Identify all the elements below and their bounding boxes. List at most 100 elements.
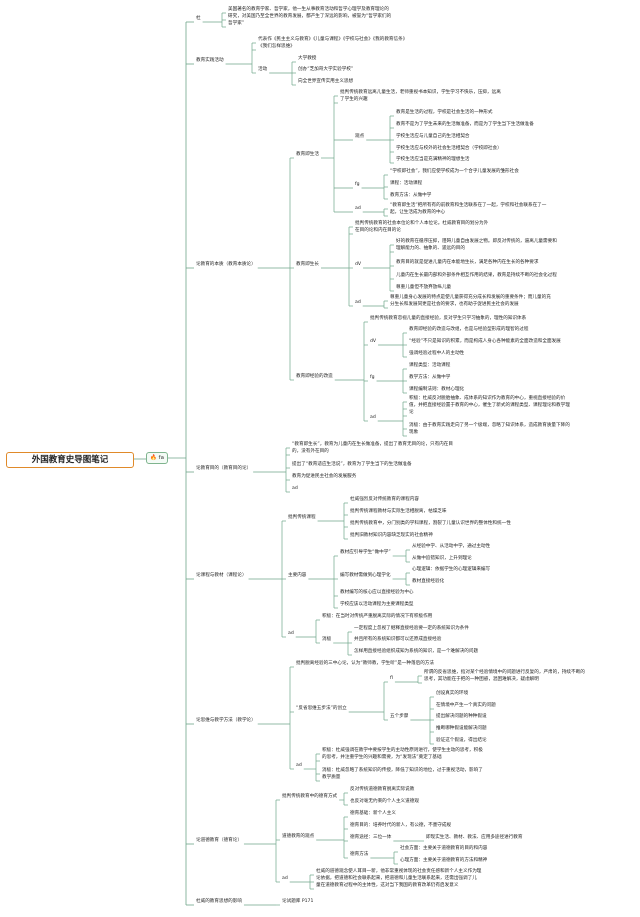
mind-map-node[interactable]: 了学生的兴趣 xyxy=(340,97,368,102)
mind-map-node[interactable]: 向全世界宣传实用主义思想 xyxy=(298,79,354,84)
mind-map-node[interactable]: 尊重儿童但不放弃放纵儿童 xyxy=(396,285,452,290)
mind-map-node[interactable]: 怎样用直接经验组织成知为系统的知识，是一个难解决的问题 xyxy=(354,649,479,654)
mind-map-node[interactable]: “教育即生长”，教育为儿童内在生长做准备，提出了教育无目的论，只有内在目 xyxy=(292,442,453,447)
mind-map-node[interactable]: 验证这个假设，得出结论 xyxy=(436,738,487,743)
mind-map-node[interactable]: 从经验中学、从活动中学，通过主动性 xyxy=(412,544,491,549)
mind-map-node[interactable]: 批判传统课程教材与实际生活相脱离，枯燥乏味 xyxy=(350,509,447,514)
mind-map-node[interactable]: 儿童内在生长最内部和外部条件相互作用的结果，教育是持续不断的社会化过程 xyxy=(396,273,557,278)
mind-map-node[interactable]: 积极：杜威强调在教学中要按学生的主动性原则进行，使学生主动的思考，积极 xyxy=(322,748,483,753)
mind-map-node[interactable]: 教材应引导学生“做中学” xyxy=(340,550,391,555)
mind-map-node[interactable]: 杜威的教育思想的影响 xyxy=(196,899,242,904)
mind-map-node[interactable]: 创办“芝加哥大学实验学校” xyxy=(298,67,354,72)
mind-map-node[interactable]: 杜 xyxy=(196,16,201,21)
mind-map-node[interactable]: 的思考，并注重学生的兴趣和需要，为“发现法”奠定了基础 xyxy=(322,755,442,760)
mind-map-node[interactable]: dV xyxy=(370,339,377,344)
mind-map-node[interactable]: 提出解决问题的种种假设 xyxy=(436,714,487,719)
mind-map-node[interactable]: 五个步骤 xyxy=(390,714,409,719)
mind-map-node[interactable]: 课程类型：活动课程 xyxy=(409,363,451,368)
mind-map-node[interactable]: 尊重儿童身心发展的特点是使儿童获得充分成长和发展的重要条件；而儿童的充 xyxy=(390,295,551,300)
mind-map-node[interactable]: 道德教育的观点 xyxy=(282,834,315,839)
mind-map-node[interactable]: 教学方法：从做中学 xyxy=(409,375,451,380)
mind-map-node[interactable]: 也反对毫无约束的个人主义道德观 xyxy=(350,799,419,804)
mind-map-node[interactable]: 从做中追错知识，上升到理论 xyxy=(412,556,472,561)
mind-map-node[interactable]: 课程：活动课程 xyxy=(390,181,423,186)
mind-map-node[interactable]: 在情境中产生一个真实的问题 xyxy=(436,703,496,708)
mind-map-node[interactable]: 教材直接经验化 xyxy=(412,579,445,584)
mind-map-node[interactable]: 教学质量 xyxy=(322,775,341,780)
root-node-title[interactable]: 外国教育史导图笔记 xyxy=(6,452,134,468)
mind-map-node[interactable]: ad xyxy=(370,415,376,420)
mind-map-node[interactable]: 论依据，把道德和社会联系起来，把道德和儿童生活联系起来，还需出强调了儿 xyxy=(316,876,477,881)
mind-map-node[interactable]: 德育方法 xyxy=(350,852,369,857)
mind-map-node[interactable]: 教育即生长 xyxy=(296,262,319,267)
mind-map-node[interactable]: 学校生活应与儿童自己的生活相契合 xyxy=(396,134,470,139)
mind-map-node[interactable]: 教育是生活的过程，学校是社会生活的一种形式 xyxy=(396,110,493,115)
mind-map-node[interactable]: 积极：在当时对传统严重脱离实际的情况下有积极作用 xyxy=(322,614,433,619)
mind-map-node[interactable]: 学校应该以活动课程为主要课程类型 xyxy=(340,602,414,607)
mind-map-node[interactable]: 现象 xyxy=(409,430,419,435)
mind-map-node[interactable]: ad xyxy=(288,631,294,636)
mind-map-node[interactable]: 杜威强烈反对传统教育的课程内容 xyxy=(350,497,419,502)
mind-map-node[interactable]: ad xyxy=(282,876,288,881)
mind-map-node[interactable]: 论道德教育（德育论） xyxy=(196,838,242,843)
mind-map-node[interactable]: 教育即生活 xyxy=(296,152,319,157)
mind-map-node[interactable]: 批判传统教育忽视儿童的直接经验，反对学生只学习抽象的，理性的知识体系 xyxy=(370,316,527,321)
mind-map-node[interactable]: “经验”不只是知识的积累，而是构成人身心各种能素的全面改造和全面发展 xyxy=(409,339,561,344)
mind-map-node[interactable]: 教育即经验的改造与改组，也是与经验型形成的理智的过程 xyxy=(409,327,529,332)
mind-map-node[interactable]: 一定程度上忽视了继释直接经验要一定的系统知识为条件 xyxy=(354,626,469,631)
mind-map-node[interactable]: 论教育目的（教育目的论） xyxy=(196,466,252,471)
mind-map-node[interactable]: 美国著名的教育学家、哲学家，他一生从事教育活动和哲学心理学及教育理论的 xyxy=(228,7,389,12)
mind-map-node[interactable]: 大学教授 xyxy=(298,56,317,61)
mind-map-node[interactable]: 消极：由于教育实践走向了另一个极端，忽略了知识体系，造成教育质量下降的 xyxy=(409,423,570,428)
root-badge[interactable]: 🔥 fa xyxy=(146,452,168,464)
mind-map-node[interactable]: 教育为促进民主社会的发展服务 xyxy=(292,474,357,479)
mind-map-node[interactable]: 教材编写的核心应以直接经验为中心 xyxy=(340,590,414,595)
mind-map-node[interactable]: 心理方面：主要关于道德教育的方法和精神 xyxy=(400,858,488,863)
mind-map-node[interactable]: 消极 xyxy=(322,637,332,642)
mind-map-node[interactable]: “教育即生活”把所有有的前教育和生活联系在了一起，学校和社会联系在了一 xyxy=(390,203,547,208)
mind-map-node[interactable]: “学校即社会”，我们应使学校成为一个合乎儿童发展的雏形社会 xyxy=(390,169,519,174)
mind-map-node[interactable]: 批判传统教育远离儿童生活，老师重视书本知识，学生学习不快乐，压抑，远离 xyxy=(340,90,501,95)
mind-map-node[interactable]: 社会方面：主要关于道德教育的目的和内容 xyxy=(400,846,488,851)
mind-map-node[interactable]: ad xyxy=(355,300,361,305)
mind-map-node[interactable]: 论 xyxy=(409,410,414,415)
mind-map-node[interactable]: 心理逻辑：依据学生的心理逻辑来编写 xyxy=(412,567,491,572)
mind-map-node[interactable]: 论思维与教学方法（教学论） xyxy=(196,718,256,723)
mind-map-node[interactable]: 教育即经验的改造 xyxy=(296,374,333,379)
mind-map-node[interactable]: 童在道德教育过程中的主体性，这对当下我国的教育改革仍有启发意义 xyxy=(316,883,459,888)
mind-map-node[interactable]: 反对传统道德教育脱离实际说教 xyxy=(350,787,415,792)
mind-map-node[interactable]: 论教育的本质（教育本质论） xyxy=(196,262,256,267)
mind-map-node[interactable]: ad xyxy=(296,763,302,768)
mind-map-node[interactable]: 理解能力的、抽象的、遥远的目的 xyxy=(396,246,465,251)
mind-map-node[interactable]: 教育实践活动 xyxy=(196,58,224,63)
mind-map-node[interactable]: 《我们怎样思维》 xyxy=(258,44,295,49)
mind-map-node[interactable]: ad xyxy=(355,206,361,211)
mind-map-node[interactable]: fg xyxy=(370,375,375,380)
mind-map-node[interactable]: 批判传统教育的社会本位论和个人本位论。杜威教育目的划分为外 xyxy=(355,221,489,226)
mind-map-node[interactable]: 强调经验过程中人的主动性 xyxy=(409,351,465,356)
mind-map-node[interactable]: 所谓的反省思维，指对某个经验情境中的问题进行反复的，严肃的，持续不断的 xyxy=(424,670,585,675)
mind-map-node[interactable]: 德育目的：培养时代的新人，有公德，不墨守成规 xyxy=(350,823,452,828)
mind-map-node[interactable]: 德育基础：新个人主义 xyxy=(350,811,396,816)
mind-map-node[interactable]: 在目的论和内在目的论 xyxy=(355,228,401,233)
mind-map-node[interactable]: 课程编制法则：教材心理化 xyxy=(409,387,465,392)
mind-map-node[interactable]: 编写教材需做到心理学化 xyxy=(340,573,391,578)
mind-map-node[interactable]: 论试题库 P171 xyxy=(282,899,314,904)
mind-map-node[interactable]: ad xyxy=(292,486,298,491)
mind-map-node[interactable]: 分生长和发展同更是社会的要求，也有助于促进民主社会的发展 xyxy=(390,302,519,307)
mind-map-node[interactable]: fl xyxy=(390,676,393,681)
mind-map-node[interactable]: 批判传统课程 xyxy=(288,515,316,520)
mind-map-node[interactable]: 并且所有的系统知识都可以还原成直接经验 xyxy=(354,637,442,642)
mind-map-node[interactable]: 哲学家” xyxy=(228,21,245,26)
mind-map-node[interactable]: 的，没有外在目的 xyxy=(292,449,329,454)
mind-map-node[interactable]: 德育途径：三位一体 xyxy=(350,835,392,840)
mind-map-node[interactable]: 提出了“教育适应生活说”，教育为了学生当下的生活做准备 xyxy=(292,462,412,467)
mind-map-node[interactable]: 消极：杜威忽略了系统知识的传授，降低了知识的地位，过于重视活动，影响了 xyxy=(322,768,483,773)
mind-map-node[interactable]: 主要内容 xyxy=(288,573,307,578)
mind-map-node[interactable]: 论课程与教材（课程论） xyxy=(196,573,247,578)
mind-map-node[interactable]: 值，并把直接经验置于教育的中心，催生了新式的课程类型、课程理论和教学理 xyxy=(409,403,570,408)
mind-map-node[interactable]: 教育目的就是促进儿童内在本能地生长，满足各种内在生长的各种要求 xyxy=(396,260,539,265)
mind-map-node[interactable]: fg xyxy=(355,182,360,187)
mind-map-node[interactable]: “反省思维五步法”的创立 xyxy=(296,706,347,711)
mind-map-node[interactable]: 批判旧教材知识内容缺乏现实的社会精神 xyxy=(350,533,433,538)
